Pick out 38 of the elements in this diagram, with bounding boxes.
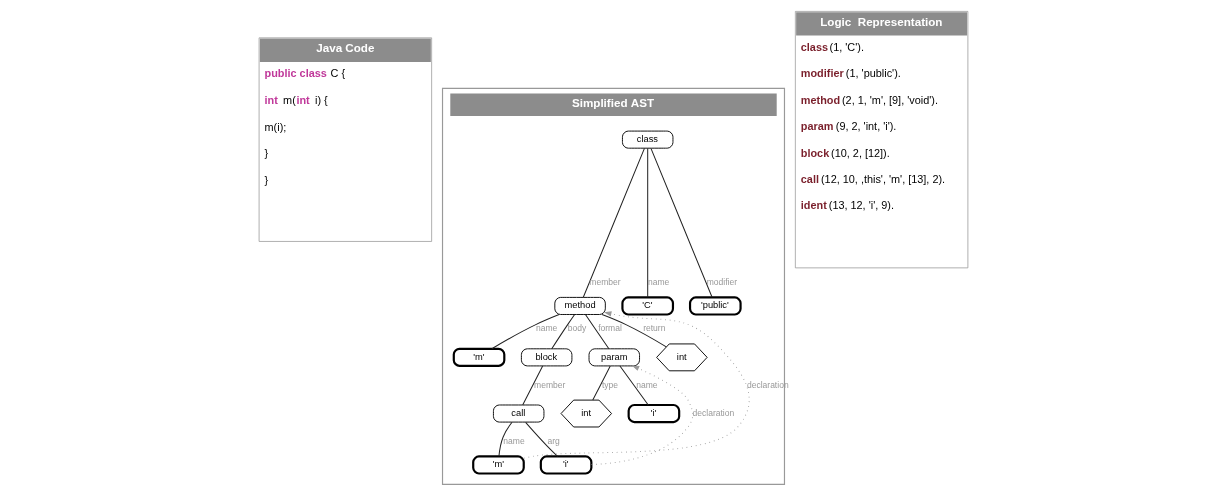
node-box: call (492, 404, 545, 423)
node-box: 'C' (621, 296, 675, 316)
node-box: 'i' (627, 403, 681, 424)
edge-label: body (567, 323, 587, 334)
edge-label: name (636, 379, 658, 390)
connector (592, 365, 611, 401)
connector (525, 421, 559, 457)
edge-label: member (589, 276, 621, 287)
node-box: 'public' (688, 296, 742, 316)
connector (650, 147, 713, 298)
node-box: 'm' (472, 455, 525, 475)
edge-label: type (601, 379, 619, 390)
connector (551, 314, 575, 350)
edge-label: declaration (692, 407, 735, 418)
node-box: 'm' (452, 347, 506, 367)
edge-label: arg (547, 435, 560, 446)
node-box: class (621, 130, 674, 149)
connector (647, 147, 649, 298)
edge-label: formal (598, 323, 622, 334)
connector (522, 365, 544, 406)
arrow (523, 311, 750, 459)
connector (601, 314, 667, 348)
edge-label: return (643, 323, 666, 334)
node-box: param (588, 348, 640, 367)
connector (498, 421, 513, 457)
connector (619, 365, 649, 406)
node-box: block (520, 348, 573, 367)
connector (582, 147, 645, 298)
node-box: 'i' (539, 455, 593, 475)
node-box: method (554, 296, 606, 315)
edge-label: name (503, 435, 525, 446)
edge-label: modifier (706, 276, 738, 287)
edge-label: member (534, 379, 566, 390)
arrow (591, 365, 694, 466)
edge-label: name (535, 323, 558, 334)
connector (491, 314, 560, 350)
edge-label: name (647, 276, 670, 287)
connector (584, 314, 610, 350)
